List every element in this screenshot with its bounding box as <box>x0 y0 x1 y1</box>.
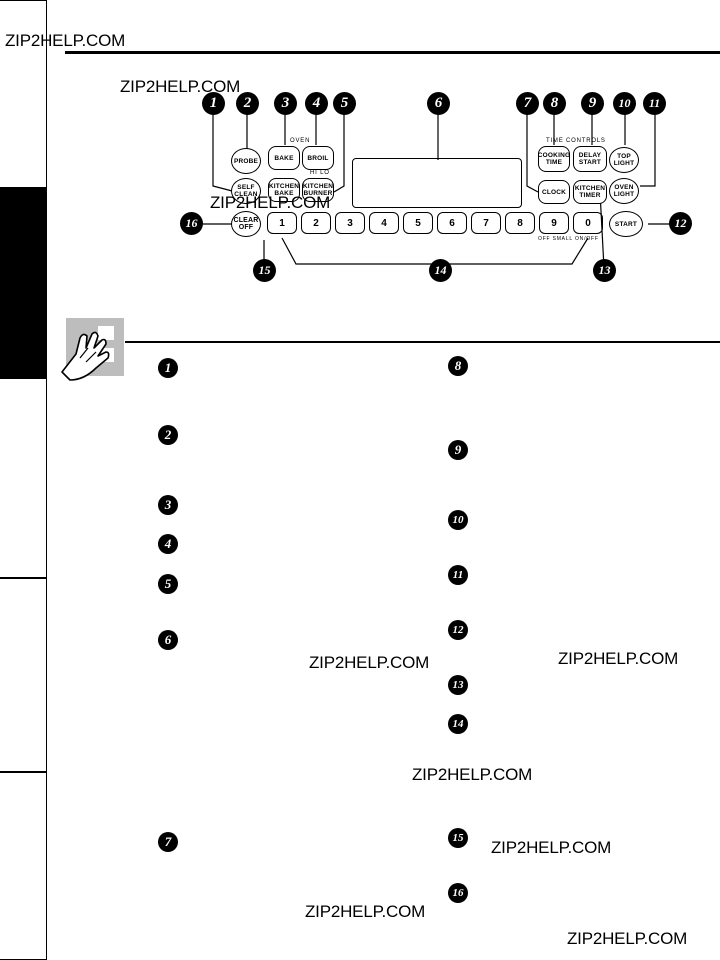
kitchen-bake-key[interactable]: KITCHEN BAKE <box>268 178 300 202</box>
broil-key[interactable]: BROIL <box>302 146 334 170</box>
watermark-8: ZIP2HELP.COM <box>305 902 426 921</box>
callout-11: 11 <box>643 92 666 115</box>
list-bullet-9: 9 <box>448 440 468 460</box>
watermark-1: ZIP2HELP.COM <box>5 31 126 50</box>
clear-off-key[interactable]: CLEAR OFF <box>231 211 261 237</box>
list-bullet-7: 7 <box>158 832 178 852</box>
number-key-0[interactable]: 0 <box>573 212 603 234</box>
watermark-6: ZIP2HELP.COM <box>412 765 533 784</box>
probe-key[interactable]: PROBE <box>231 148 261 174</box>
hand-pointer-icon <box>58 318 126 382</box>
oven-group-label: OVEN <box>290 138 311 144</box>
binding-tab-lower <box>0 578 47 772</box>
callout-15: 15 <box>253 259 276 282</box>
number-key-8[interactable]: 8 <box>505 212 535 234</box>
kitchen-burner-key[interactable]: KITCHEN BURNER <box>302 178 334 202</box>
start-key[interactable]: START <box>609 211 643 237</box>
list-bullet-15: 15 <box>448 828 468 848</box>
self-clean-key[interactable]: SELF CLEAN <box>231 178 261 204</box>
list-bullet-6: 6 <box>158 630 178 650</box>
broil-sublabel: HI LO <box>310 170 330 176</box>
number-key-7[interactable]: 7 <box>471 212 501 234</box>
list-bullet-14: 14 <box>448 714 468 734</box>
callout-6: 6 <box>427 92 450 115</box>
callout-5: 5 <box>333 92 356 115</box>
top-light-key[interactable]: TOP LIGHT <box>609 147 639 173</box>
number-key-9[interactable]: 9 <box>539 212 569 234</box>
list-bullet-2: 2 <box>158 425 178 445</box>
number-key-6[interactable]: 6 <box>437 212 467 234</box>
bake-key[interactable]: BAKE <box>268 146 300 170</box>
callout-7: 7 <box>516 92 539 115</box>
callout-12: 12 <box>669 212 692 235</box>
section-rule <box>125 341 720 343</box>
list-bullet-13: 13 <box>448 675 468 695</box>
callout-10: 10 <box>613 92 636 115</box>
callout-4: 4 <box>305 92 328 115</box>
callout-3: 3 <box>274 92 297 115</box>
kitchen-timer-key[interactable]: KITCHEN TIMER <box>573 180 607 204</box>
list-bullet-1: 1 <box>158 358 178 378</box>
callout-1: 1 <box>202 92 225 115</box>
clock-key[interactable]: CLOCK <box>538 180 570 204</box>
number-key-2[interactable]: 2 <box>301 212 331 234</box>
watermark-3: ZIP2HELP.COM <box>210 193 331 212</box>
watermark-4: ZIP2HELP.COM <box>309 653 430 672</box>
number-key-1[interactable]: 1 <box>267 212 297 234</box>
binding-tab-middle <box>0 378 47 578</box>
oven-display <box>352 158 522 208</box>
list-bullet-8: 8 <box>448 356 468 376</box>
number-key-5[interactable]: 5 <box>403 212 433 234</box>
callout-13: 13 <box>593 259 616 282</box>
list-bullet-5: 5 <box>158 574 178 594</box>
list-bullet-12: 12 <box>448 620 468 640</box>
delay-start-key[interactable]: DELAY START <box>573 146 607 172</box>
list-bullet-10: 10 <box>448 510 468 530</box>
list-bullet-16: 16 <box>448 883 468 903</box>
list-bullet-4: 4 <box>158 534 178 554</box>
watermark-9: ZIP2HELP.COM <box>567 929 688 948</box>
number-key-4[interactable]: 4 <box>369 212 399 234</box>
callout-9: 9 <box>581 92 604 115</box>
binding-tab-top <box>0 0 47 188</box>
watermark-5: ZIP2HELP.COM <box>558 649 679 668</box>
header-rule <box>65 51 720 54</box>
watermark-2: ZIP2HELP.COM <box>120 77 241 96</box>
callout-2: 2 <box>236 92 259 115</box>
cooking-time-key[interactable]: COOKING TIME <box>538 146 570 172</box>
binding-tab-active <box>0 188 47 378</box>
oven-light-key[interactable]: OVEN LIGHT <box>609 178 639 204</box>
number-key-3[interactable]: 3 <box>335 212 365 234</box>
list-bullet-3: 3 <box>158 495 178 515</box>
number-pad-sublabel: OFF SMALL ON/OFF <box>538 236 599 242</box>
list-bullet-11: 11 <box>448 565 468 585</box>
callout-8: 8 <box>543 92 566 115</box>
time-controls-label: TIME CONTROLS <box>546 138 606 144</box>
callout-14: 14 <box>429 259 452 282</box>
callout-16: 16 <box>180 212 203 235</box>
watermark-7: ZIP2HELP.COM <box>491 838 612 857</box>
